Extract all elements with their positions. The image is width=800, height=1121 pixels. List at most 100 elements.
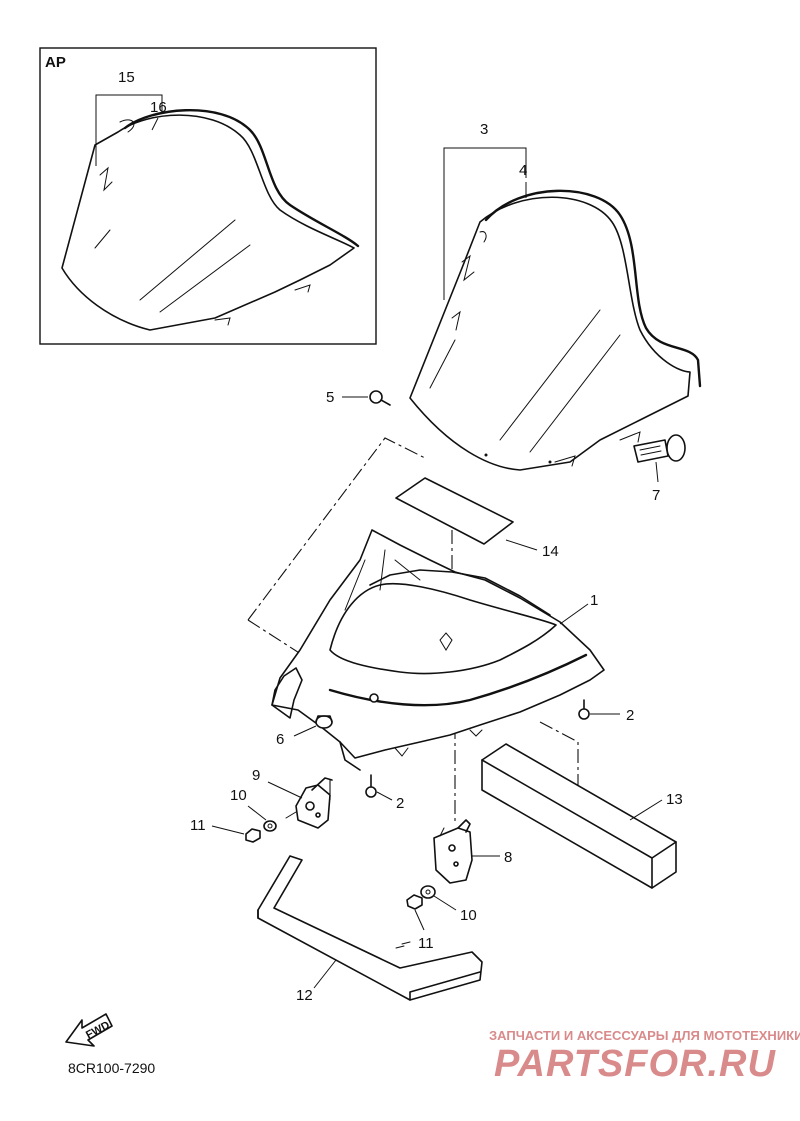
washer-10-left [263, 820, 277, 832]
watermark: ЗАПЧАСТИ И АКСЕССУАРЫ ДЛЯ МОТОТЕХНИКИ PA… [489, 1028, 800, 1085]
leader-9 [267, 781, 303, 799]
grommet-6-top [315, 715, 333, 723]
fwd-arrow: FWD [65, 1013, 113, 1047]
inset-ap: AP 15 16 [39, 47, 377, 345]
bracket-9-bolt [285, 811, 297, 819]
knob-7: 7 [633, 434, 686, 504]
bracket-9-hole-2 [315, 812, 321, 818]
windscreen-hole-2 [548, 460, 552, 464]
leader-2-center [376, 791, 393, 801]
leader-14 [505, 539, 538, 551]
bracket-8-hole [448, 844, 456, 852]
cowl-clips [394, 729, 483, 757]
washer-10-right-hole [425, 889, 431, 895]
fwd-arrow-label: FWD [84, 1019, 112, 1041]
assembly-line-left [247, 437, 426, 621]
nut-11-right [406, 894, 423, 910]
pad-14: 14 [395, 477, 559, 560]
grommet-6-body [315, 715, 333, 729]
inset-tabs [214, 284, 311, 326]
knob-7-head [666, 434, 686, 462]
leader-12 [313, 959, 337, 989]
screw-2-center-head [365, 786, 377, 798]
windscreen-hole [484, 453, 488, 457]
callout-12: 12 [296, 987, 313, 1004]
screw-2-right: 2 [578, 699, 634, 724]
inset-windscreen [61, 114, 355, 331]
fasteners-left: 10 11 [190, 787, 277, 843]
callout-8: 8 [504, 849, 512, 866]
inset-trim-strip [123, 108, 360, 248]
callout-15: 15 [118, 69, 135, 86]
leader-7 [655, 461, 659, 483]
foam-block-13-edges [481, 759, 677, 889]
leader-10-left [247, 805, 267, 821]
cowl-opening [329, 582, 557, 675]
diagram-code: 8CR100-7290 [68, 1060, 155, 1076]
leader-15 [95, 94, 163, 166]
callout-16: 16 [150, 99, 167, 116]
knob-7-body [633, 439, 669, 463]
windscreen-notch [451, 254, 475, 331]
leader-3 [443, 147, 527, 300]
foam-block-13: 13 [481, 743, 683, 889]
bracket-9-hole [305, 801, 315, 811]
cowl-left-flange [271, 667, 303, 719]
callout-3: 3 [480, 121, 488, 138]
bracket-8-hook [457, 819, 471, 833]
inset-trim-end [119, 119, 135, 133]
grommet-6: 6 [276, 715, 333, 748]
inset-label: AP [45, 54, 66, 71]
windscreen-assembly: 3 4 [409, 121, 702, 471]
screw-2-right-head [578, 708, 590, 720]
nut-11-left [245, 828, 261, 843]
callout-10-right: 10 [460, 907, 477, 924]
callout-11-left: 11 [190, 817, 206, 834]
inset-reflections [94, 219, 251, 313]
windscreen-tabs [554, 431, 641, 467]
leader-16 [151, 117, 159, 131]
windscreen-reflections [429, 309, 621, 453]
leader-13 [629, 799, 663, 821]
cowl-outer [271, 529, 605, 759]
windscreen-trim [484, 189, 702, 388]
bar-12-edges [257, 909, 481, 1001]
windscreen [409, 196, 691, 471]
cowl-inner-lines [344, 549, 421, 611]
leader-10-right [433, 895, 457, 911]
bar-12-body [257, 855, 483, 1001]
leader-6 [293, 725, 317, 737]
screw-2-center: 2 [365, 774, 404, 812]
inset-frame [39, 47, 377, 345]
watermark-logo: PARTSFOR.RU [494, 1043, 776, 1085]
callout-7: 7 [652, 487, 660, 504]
screw-5-head [369, 390, 383, 404]
bracket-9-plate [295, 784, 331, 829]
cowl-1: 1 [271, 529, 605, 771]
callout-2-center: 2 [396, 795, 404, 812]
fwd-arrow-shape [65, 1013, 113, 1047]
bracket-9: 9 [252, 767, 333, 829]
callout-5: 5 [326, 389, 334, 406]
fasteners-right: 10 11 [406, 885, 477, 952]
knob-7-grip [639, 445, 662, 456]
callout-10-left: 10 [230, 787, 247, 804]
pad-14-body [395, 477, 514, 545]
callout-11-right: 11 [418, 935, 434, 952]
watermark-tagline: ЗАПЧАСТИ И АКСЕССУАРЫ ДЛЯ МОТОТЕХНИКИ [489, 1028, 800, 1043]
callout-14: 14 [542, 543, 559, 560]
callout-6: 6 [276, 731, 284, 748]
leader-11-left [211, 825, 245, 835]
screw-5-shank [380, 399, 391, 406]
bracket-8-plate [433, 827, 473, 884]
windscreen-trim-end [479, 231, 487, 243]
washer-10-left-hole [267, 823, 273, 829]
assembly-line-13 [539, 721, 579, 795]
callout-2-right: 2 [626, 707, 634, 724]
cowl-mount-hole [369, 693, 379, 703]
callout-13: 13 [666, 791, 683, 808]
callout-4: 4 [519, 162, 527, 179]
washer-10-right [420, 885, 436, 899]
